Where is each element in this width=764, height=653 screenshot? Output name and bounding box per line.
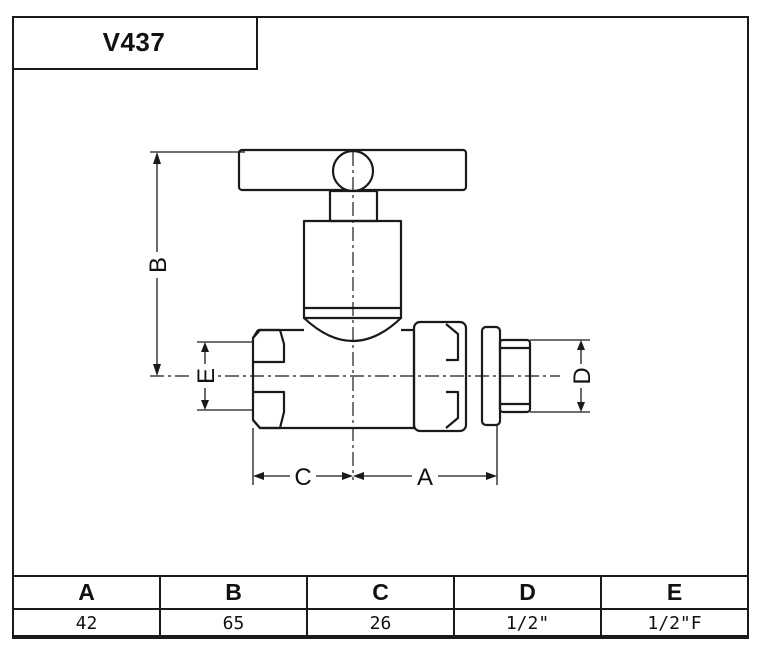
valve-body (251, 328, 416, 430)
left-thread-upper (252, 328, 286, 364)
value-e: 1/2"F (600, 608, 749, 639)
dimension-e-label: E (193, 368, 220, 384)
header-a: A (12, 575, 161, 610)
bonnet-collar (302, 308, 403, 320)
value-d: 1/2" (453, 608, 602, 639)
dimensions-table: A B C D E 42 65 26 1/2" 1/2"F (12, 575, 749, 639)
dimensions-header-row: A B C D E (12, 575, 749, 610)
dimension-b-label: B (145, 257, 172, 273)
dimension-a-label: A (417, 464, 433, 491)
union-nut-flat-lower (445, 390, 460, 429)
left-thread-lower (252, 390, 286, 430)
header-d: D (453, 575, 602, 610)
header-c: C (306, 575, 455, 610)
union-nut-flat-upper (445, 323, 460, 362)
header-e: E (600, 575, 749, 610)
model-title: V437 (102, 26, 166, 57)
header-b: B (159, 575, 308, 610)
value-b: 65 (159, 608, 308, 639)
dimension-c-label: C (294, 464, 311, 491)
value-c: 26 (306, 608, 455, 639)
dimensions-value-row: 42 65 26 1/2" 1/2"F (12, 608, 749, 639)
title-box: V437 (12, 16, 258, 70)
value-a: 42 (12, 608, 161, 639)
dimension-d-label: D (569, 367, 596, 384)
